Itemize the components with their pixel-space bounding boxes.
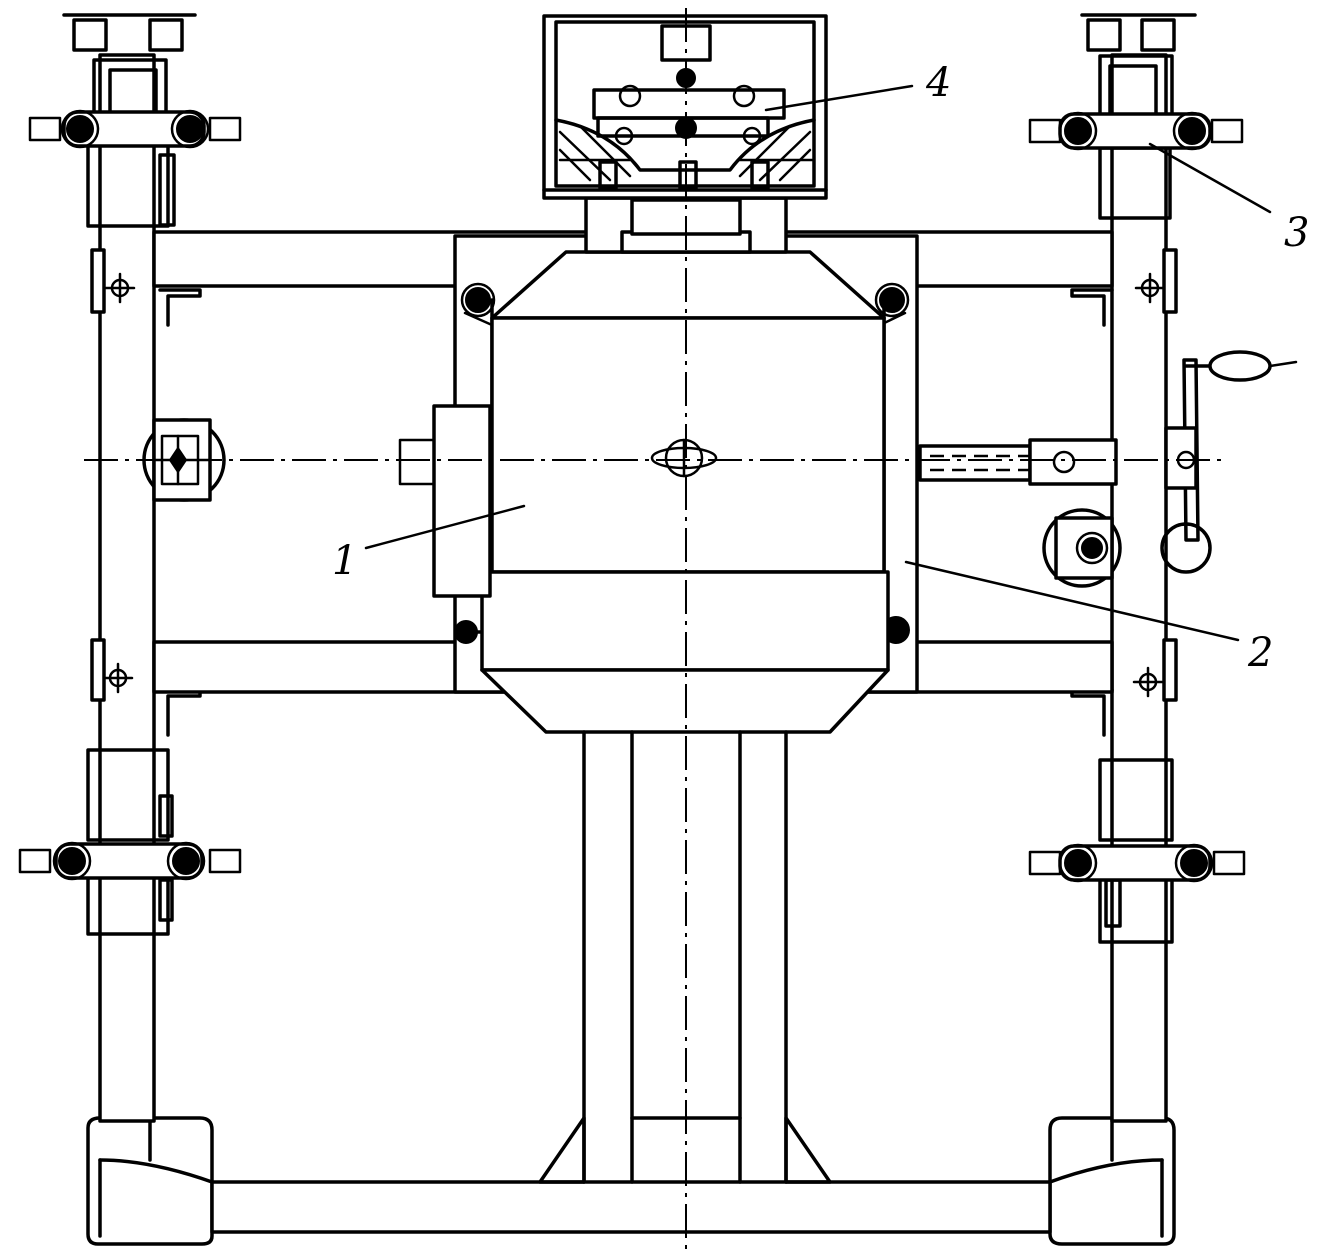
label-part-2: 2 (1247, 630, 1273, 676)
leader-lines (364, 84, 1272, 642)
center-knob (650, 438, 718, 478)
right-side-disk (1042, 508, 1122, 588)
left-column (62, 13, 202, 1123)
right-lead-screw (918, 438, 1118, 486)
label-part-3: 3 (1284, 210, 1309, 256)
spindle-post (538, 730, 832, 1184)
label-part-4: 4 (925, 60, 951, 106)
clamp-bottom-left (18, 841, 242, 881)
handwheel-lever (1160, 350, 1298, 574)
center-lines (84, 8, 1226, 1252)
clamp-bottom-right (1028, 843, 1246, 883)
clamp-top-right (1028, 111, 1244, 151)
clamp-top-left (28, 109, 242, 149)
base-frame (86, 1116, 1176, 1246)
mesh-hatch (558, 124, 814, 182)
label-part-1: 1 (332, 538, 357, 584)
right-column (1070, 13, 1197, 1123)
bolt-top-left (460, 282, 496, 327)
